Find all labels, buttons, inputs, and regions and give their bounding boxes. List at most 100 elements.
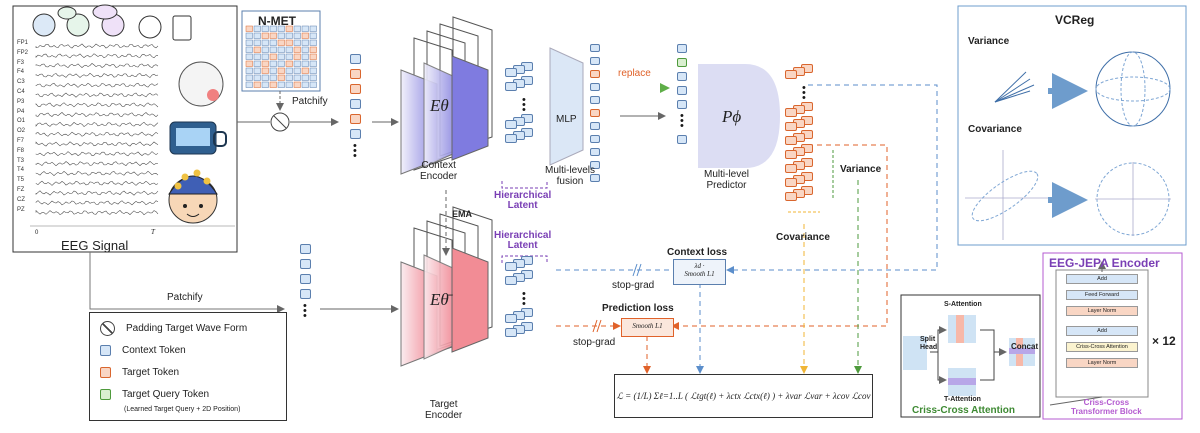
- nmet-context-cell: [293, 74, 301, 81]
- nmet-context-cell: [309, 67, 317, 74]
- target-token: [785, 192, 797, 201]
- nmet-target-cell: [245, 60, 253, 67]
- electrode-head-icon: [178, 61, 224, 107]
- eeg-channel-label: O2: [17, 128, 26, 135]
- target-token: [785, 70, 797, 79]
- nmet-target-cell: [277, 74, 285, 81]
- concat-label: Concat: [1011, 342, 1039, 351]
- ellipsis-dots: • • •: [802, 82, 806, 104]
- loss-formula-box: ℒ = (1/L) Σℓ=1..L ( ℒtgt(ℓ) + λctx ℒctx(…: [614, 374, 873, 418]
- nmet-context-cell: [245, 46, 253, 53]
- brain-icons: [32, 4, 192, 41]
- padding-circle-icon: [100, 321, 115, 337]
- eeg-channel-label: FP1: [17, 40, 29, 46]
- eeg-waveform: [35, 141, 159, 147]
- nmet-context-cell: [277, 32, 285, 39]
- nmet-context-cell: [277, 60, 285, 67]
- loss-formula: ℒ = (1/L) Σℓ=1..L ( ℒtgt(ℓ) + λctx ℒctx(…: [616, 390, 871, 401]
- nmet-context-cell: [285, 67, 293, 74]
- eeg-panel-title: EEG Signal: [61, 238, 129, 253]
- ema-label: EMA: [452, 209, 472, 219]
- nmet-target-cell: [293, 46, 301, 53]
- target-encoder-symbol: Eθ̄: [430, 290, 449, 309]
- context-token: [505, 68, 517, 77]
- covariance-label: Covariance: [776, 232, 830, 243]
- nmet-context-cell: [253, 25, 261, 32]
- eeg-channel-label: CZ: [17, 196, 25, 203]
- context-token: [300, 289, 311, 299]
- target-token: [785, 108, 797, 117]
- eeg-waveform: [35, 190, 159, 196]
- nmet-target-cell: [261, 32, 269, 39]
- nmet-target-cell: [269, 32, 277, 39]
- legend-item: Padding Target Wave Form: [100, 320, 247, 338]
- legend-note: (Learned Target Query + 2D Position): [124, 406, 241, 413]
- context-token: [590, 83, 600, 91]
- nmet-context-cell: [285, 74, 293, 81]
- nmet-context-cell: [261, 81, 269, 88]
- vcreg-variance-label: Variance: [968, 36, 1010, 47]
- target-token: [350, 69, 361, 79]
- nmet-context-cell: [245, 39, 253, 46]
- context-token: [677, 44, 687, 53]
- ellipsis-dots: • • •: [353, 140, 357, 162]
- nmet-context-cell: [309, 32, 317, 39]
- nmet-context-cell: [269, 60, 277, 67]
- nmet-context-cell: [245, 32, 253, 39]
- context-token: [350, 129, 361, 139]
- eeg-waveform: [35, 209, 159, 216]
- time-start-label: 0: [35, 230, 39, 236]
- nmet-context-cell: [293, 25, 301, 32]
- encoder-layer: Feed Forward: [1066, 290, 1138, 300]
- target-token: [590, 109, 600, 117]
- nmet-context-cell: [277, 46, 285, 53]
- nmet-context-cell: [261, 74, 269, 81]
- nmet-context-cell: [269, 25, 277, 32]
- replace-label: replace: [618, 68, 651, 79]
- context-token: [100, 345, 111, 357]
- context-token: [590, 161, 600, 169]
- context-token: [300, 274, 311, 284]
- eeg-channel-label: PZ: [17, 206, 25, 213]
- context-token: [590, 96, 600, 104]
- eeg-channel-label: T3: [17, 157, 25, 164]
- encoder-block-title: EEG-JEPA Encoder: [1049, 256, 1160, 270]
- prediction-loss-box: Smooth L1: [621, 318, 674, 337]
- nmet-context-cell: [277, 25, 285, 32]
- eeg-channel-label: T4: [17, 167, 25, 174]
- eeg-channel-label: C4: [17, 89, 25, 95]
- nmet-context-cell: [301, 74, 309, 81]
- eeg-waveform: [35, 121, 159, 127]
- encoder-layer: Layer Norm: [1066, 358, 1138, 368]
- eeg-channel-label: FP2: [17, 49, 29, 56]
- eeg-channel-label: T5: [17, 177, 25, 184]
- nmet-context-cell: [253, 39, 261, 46]
- nmet-target-cell: [269, 81, 277, 88]
- nmet-target-cell: [261, 67, 269, 74]
- nmet-context-cell: [309, 74, 317, 81]
- legend-label: Padding Target Wave Form: [126, 323, 248, 335]
- target-encoder-stack: [400, 206, 493, 367]
- nmet-context-cell: [301, 25, 309, 32]
- mlp-label: MLP: [556, 114, 577, 125]
- nmet-target-cell: [285, 39, 293, 46]
- target-token: [785, 178, 797, 187]
- eeg-channel-label: P3: [17, 98, 25, 105]
- nmet-target-cell: [269, 53, 277, 60]
- nmet-context-cell: [309, 81, 317, 88]
- nmet-context-cell: [285, 53, 293, 60]
- eeg-waveform: [35, 72, 159, 78]
- context-token: [350, 99, 361, 109]
- context-loss-box: λd · Smooth L1: [673, 259, 726, 285]
- eeg-waveform: [35, 200, 159, 206]
- nmet-context-cell: [285, 32, 293, 39]
- nmet-target-cell: [277, 39, 285, 46]
- eeg-channel-label: F4: [17, 69, 25, 76]
- eeg-channel-label: O1: [17, 118, 26, 125]
